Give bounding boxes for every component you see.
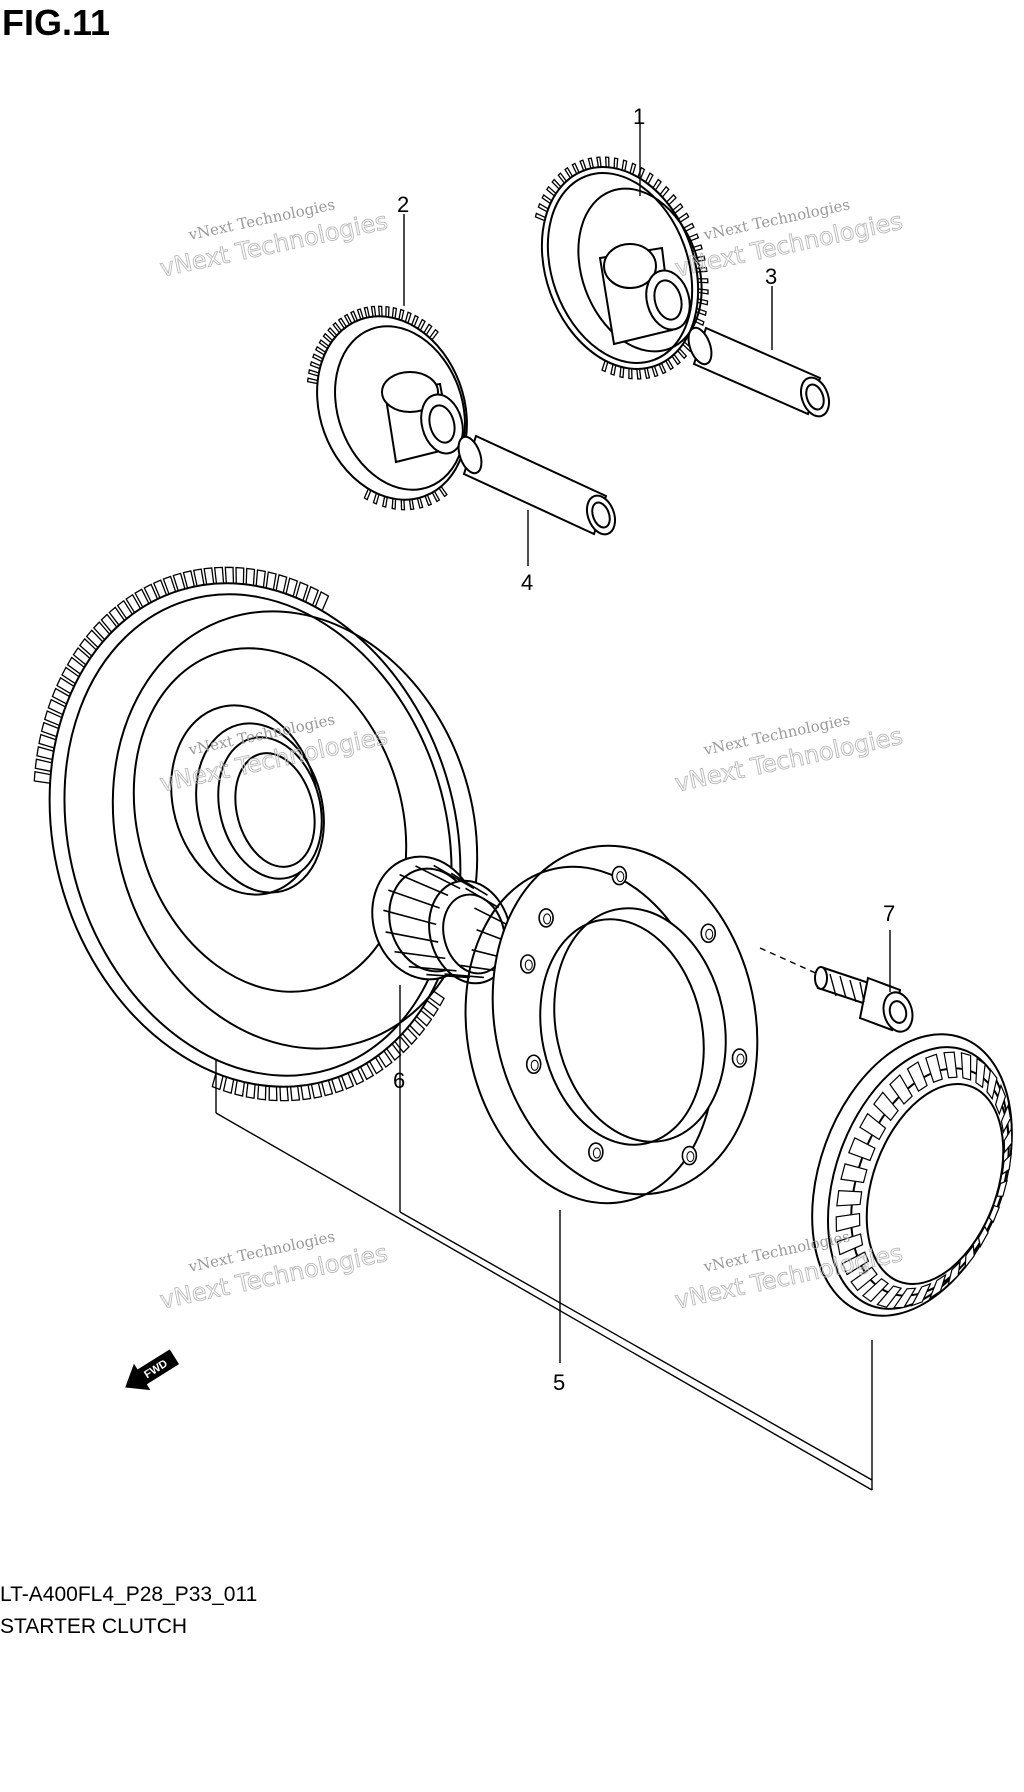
diagram-caption: STARTER CLUTCH <box>0 1615 188 1638</box>
part-2-gear[interactable] <box>292 295 492 521</box>
callout-7: 7 <box>883 901 895 926</box>
big-starter-driven-gear[interactable] <box>0 532 530 1139</box>
watermark-1: vNext Technologies vNext Technologies <box>157 195 391 283</box>
callout-1: 1 <box>633 104 645 129</box>
part-5-clutch-body[interactable] <box>435 821 788 1227</box>
watermark-4: vNext Technologies vNext Technologies <box>672 710 906 798</box>
fwd-arrow-icon: FWD <box>125 1349 180 1391</box>
part-4-shaft[interactable] <box>454 434 620 539</box>
callout-5: 5 <box>553 1370 565 1395</box>
callout-2: 2 <box>397 192 409 217</box>
callout-4: 4 <box>521 570 533 595</box>
watermark-2: vNext Technologies vNext Technologies <box>672 195 906 283</box>
watermark-5: vNext Technologies vNext Technologies <box>157 1227 391 1315</box>
part-1-gear[interactable] <box>515 145 725 391</box>
callout-6: 6 <box>393 1068 405 1093</box>
one-way-clutch[interactable] <box>776 1006 1024 1343</box>
diagram-code: LT-A400FL4_P28_P33_011 <box>0 1583 258 1606</box>
part-3-shaft[interactable] <box>684 325 834 421</box>
leader-lines <box>215 124 891 1491</box>
figure-title: FIG.11 <box>2 2 111 43</box>
part-7-bolt[interactable] <box>814 966 917 1035</box>
callout-3: 3 <box>765 264 777 289</box>
part-6-needle-bearing[interactable] <box>359 845 522 993</box>
